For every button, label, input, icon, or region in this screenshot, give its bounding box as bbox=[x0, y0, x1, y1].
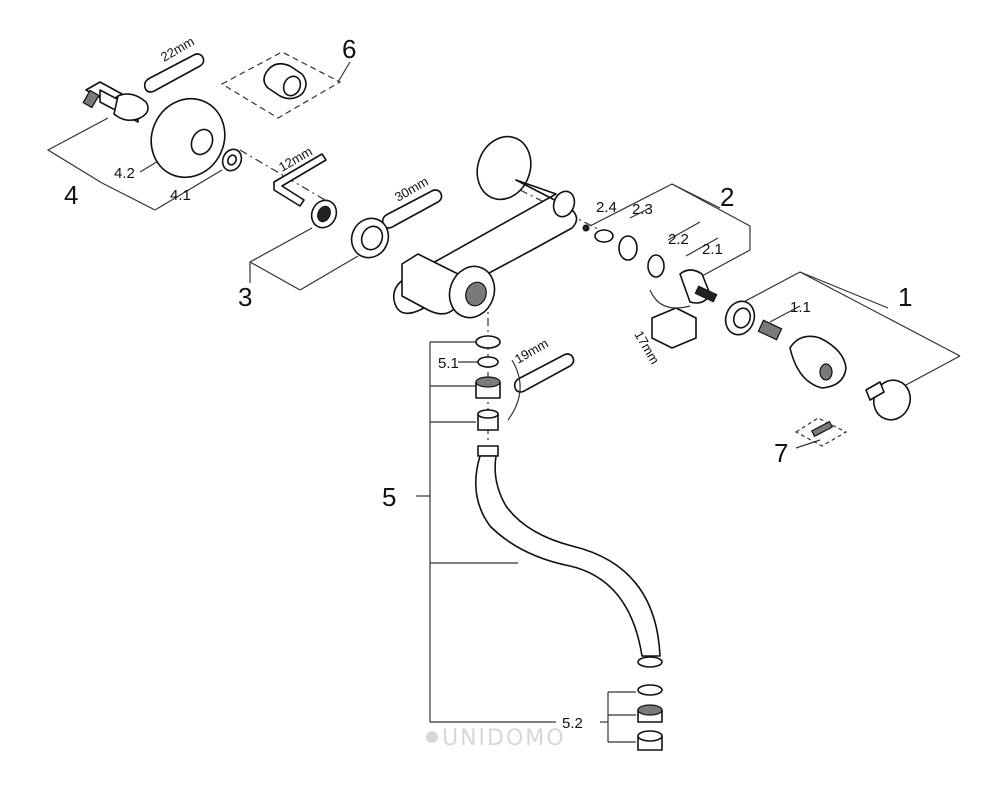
faucet-body bbox=[392, 135, 578, 319]
hex-key-12mm bbox=[273, 153, 327, 207]
callout-5: 5 bbox=[382, 482, 396, 512]
callout-2: 2 bbox=[720, 182, 734, 212]
watermark-text: UNIDOMO bbox=[442, 726, 566, 751]
part-1-handle bbox=[724, 300, 912, 421]
part-3-eccentric-nut bbox=[310, 199, 390, 259]
callout-4-2: 4.2 bbox=[114, 165, 135, 182]
callout-5-2: 5.2 bbox=[562, 715, 583, 732]
callout-2-1: 2.1 bbox=[702, 241, 723, 258]
callout-3: 3 bbox=[238, 282, 252, 312]
callout-6: 6 bbox=[342, 34, 356, 64]
part-7-screw bbox=[810, 420, 834, 438]
callout-1: 1 bbox=[898, 282, 912, 312]
callout-5-1: 5.1 bbox=[438, 355, 459, 372]
callout-7: 7 bbox=[774, 438, 788, 468]
callout-2-3: 2.3 bbox=[632, 201, 653, 218]
part-5-spout-set bbox=[474, 335, 663, 751]
tool-size-labels: 22mm 12mm 30mm 17mm 19mm bbox=[158, 34, 662, 367]
callout-2-4: 2.4 bbox=[596, 199, 617, 216]
leader-lines bbox=[46, 51, 961, 743]
watermark-drop-icon bbox=[426, 731, 438, 743]
part-6-adapter bbox=[263, 62, 307, 100]
callout-labels: 1 1.1 2 2.1 2.2 2.3 2.4 3 4 4.1 4.2 5 5.… bbox=[64, 34, 912, 732]
part-4-connector-set bbox=[82, 81, 243, 179]
callout-4: 4 bbox=[64, 180, 78, 210]
callout-1-1: 1.1 bbox=[790, 299, 811, 316]
callout-4-1: 4.1 bbox=[170, 187, 191, 204]
part-2-cartridge bbox=[582, 224, 718, 349]
callout-2-2: 2.2 bbox=[668, 231, 689, 248]
tool-label-19mm: 19mm bbox=[512, 336, 551, 367]
watermark: UNIDOMO bbox=[426, 726, 566, 751]
wrench-icons bbox=[143, 53, 575, 393]
